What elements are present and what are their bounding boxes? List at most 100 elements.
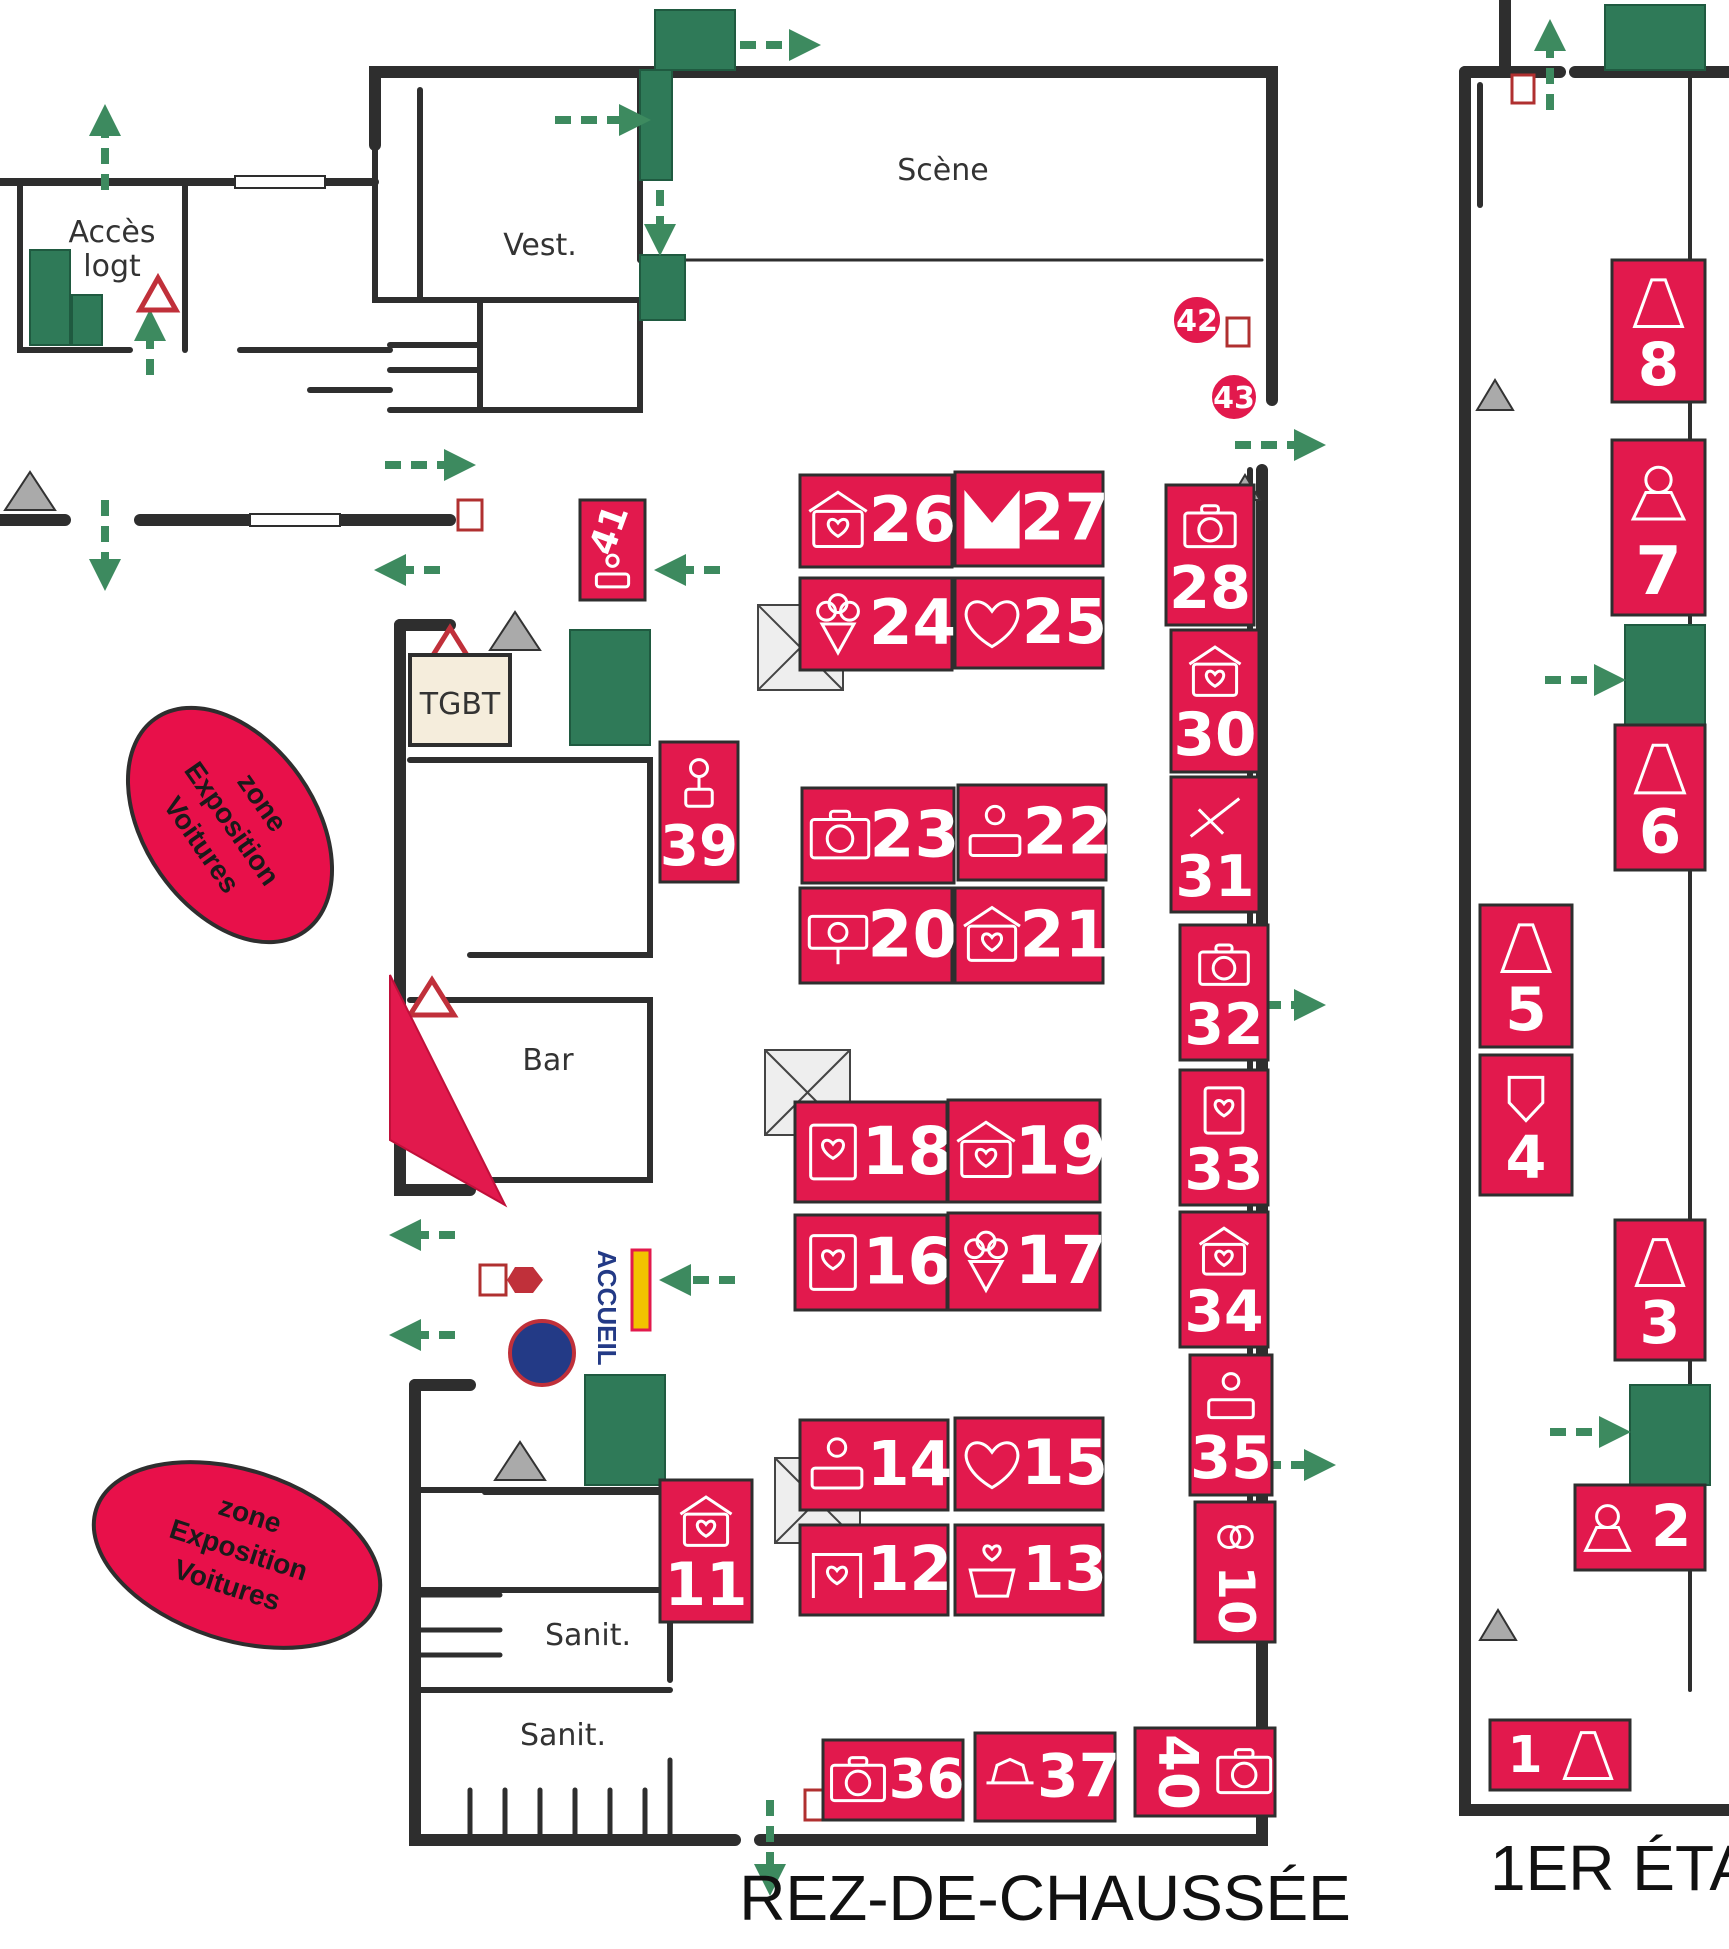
booth-box[interactable]: [1178, 923, 1270, 1062]
room-labels: Scène Vest. Accès logt TGBT Bar Sanit. S…: [68, 153, 988, 1753]
booth-number: 16: [863, 1224, 953, 1299]
booth-11[interactable]: 11: [658, 1478, 754, 1624]
booth-32[interactable]: 32: [1178, 923, 1270, 1062]
booth-25[interactable]: 25: [953, 576, 1107, 670]
venue-icon: [679, 1495, 733, 1547]
barber-icon: [1507, 1075, 1545, 1123]
booth-box[interactable]: [1610, 438, 1707, 617]
booth-15[interactable]: 15: [953, 1416, 1108, 1512]
booth-21[interactable]: 21: [953, 886, 1109, 985]
booth-number: 37: [1037, 1741, 1120, 1811]
booth-2[interactable]: 2: [1573, 1483, 1707, 1572]
booth-box[interactable]: [1613, 1218, 1707, 1362]
booth-30[interactable]: 30: [1169, 628, 1261, 774]
booth-box[interactable]: [1169, 628, 1261, 774]
booth-5[interactable]: 5: [1478, 903, 1574, 1049]
booth-number: 31: [1176, 844, 1255, 910]
booth-box[interactable]: [1133, 1726, 1277, 1818]
booth-box[interactable]: [1178, 1068, 1270, 1207]
booth-box[interactable]: [1178, 1210, 1270, 1349]
booth-number: 4: [1506, 1123, 1547, 1192]
booth-box[interactable]: [1164, 483, 1256, 627]
booth-31[interactable]: 31: [1169, 775, 1261, 914]
booth-box[interactable]: [578, 498, 647, 602]
booth-box[interactable]: [798, 473, 954, 569]
booth-17[interactable]: 17: [946, 1211, 1106, 1312]
booth-box[interactable]: [1169, 775, 1261, 914]
airplane-icon: [1189, 797, 1241, 838]
booth-8[interactable]: 8: [1610, 258, 1707, 404]
booth-23[interactable]: 23: [800, 786, 959, 885]
booth-box[interactable]: [793, 1100, 949, 1204]
booth-number: 8: [1638, 331, 1680, 400]
booth-number: 34: [1185, 1279, 1264, 1345]
booth-43[interactable]: 43: [1210, 373, 1258, 421]
stairs-logt-2: [71, 294, 103, 346]
booth-box[interactable]: [798, 1523, 950, 1617]
stairs-scene-lower: [639, 254, 686, 321]
booth-number: 18: [862, 1113, 954, 1190]
booth-40[interactable]: 40: [1133, 1726, 1277, 1818]
booth-14[interactable]: 14: [798, 1418, 952, 1512]
booth-box[interactable]: [798, 1418, 950, 1512]
booth-box[interactable]: [1478, 903, 1574, 1049]
booth-box[interactable]: [956, 783, 1108, 882]
booth-number: 43: [1213, 381, 1255, 416]
booth-42[interactable]: 42: [1172, 295, 1222, 345]
booth-13[interactable]: 13: [953, 1523, 1107, 1617]
booth-box[interactable]: [1188, 1353, 1274, 1497]
booth-box[interactable]: [973, 1731, 1117, 1823]
booth-6[interactable]: 6: [1613, 723, 1707, 872]
camera-icon: [830, 1756, 886, 1803]
room-bar-label: Bar: [522, 1043, 574, 1078]
dj-icon: [968, 804, 1022, 857]
booth-27[interactable]: 27: [953, 470, 1109, 568]
booth-box[interactable]: [1610, 258, 1707, 404]
booth-number: 26: [869, 483, 956, 556]
booth-39[interactable]: 39: [658, 740, 740, 884]
booth-box[interactable]: [946, 1098, 1102, 1204]
booth-box[interactable]: [793, 1213, 949, 1312]
booth-marker[interactable]: [1210, 373, 1258, 421]
booth-4[interactable]: 4: [1478, 1053, 1574, 1197]
room-logt-label: logt: [83, 249, 141, 284]
room-vest-label: Vest.: [503, 228, 577, 263]
booth-34[interactable]: 34: [1178, 1210, 1270, 1349]
booth-box[interactable]: [1193, 1500, 1277, 1644]
booth-18[interactable]: 18: [793, 1100, 954, 1204]
booth-33[interactable]: 33: [1178, 1068, 1270, 1207]
booth-37[interactable]: 37: [973, 1731, 1120, 1823]
booth-number: 6: [1639, 797, 1681, 868]
booth-22[interactable]: 22: [956, 783, 1112, 882]
booth-16[interactable]: 16: [793, 1213, 953, 1312]
booth-box[interactable]: [953, 1416, 1105, 1512]
booth-35[interactable]: 35: [1188, 1353, 1274, 1497]
booth-number: 5: [1505, 976, 1547, 1045]
room-acces-label: Accès: [68, 215, 155, 250]
booth-box[interactable]: [658, 1478, 754, 1624]
booth-36[interactable]: 36: [821, 1738, 965, 1822]
booth-19[interactable]: 19: [946, 1098, 1106, 1204]
booth-12[interactable]: 12: [798, 1523, 952, 1617]
wedding-dress-icon: [1632, 278, 1685, 328]
booth-box[interactable]: [798, 886, 954, 985]
booth-7[interactable]: 7: [1610, 438, 1707, 617]
booth-24[interactable]: 24: [798, 576, 956, 672]
booth-28[interactable]: 28: [1164, 483, 1256, 627]
booth-box[interactable]: [1613, 723, 1707, 872]
booth-26[interactable]: 26: [798, 473, 956, 569]
booth-1[interactable]: 1: [1488, 1718, 1632, 1792]
booth-3[interactable]: 3: [1613, 1218, 1707, 1362]
booth-number: 15: [1021, 1426, 1108, 1499]
booth-box[interactable]: [953, 576, 1105, 670]
booth-marker[interactable]: [1172, 295, 1222, 345]
booth-number: 32: [1185, 992, 1264, 1058]
booth-box[interactable]: [658, 740, 740, 884]
booth-20[interactable]: 20: [798, 886, 957, 985]
booth-number: 28: [1169, 553, 1251, 622]
venue-icon: [1188, 645, 1242, 697]
booth-number: 14: [867, 1429, 952, 1500]
booth-box[interactable]: [953, 886, 1105, 985]
booth-10[interactable]: 10: [1193, 1500, 1277, 1644]
booth-41[interactable]: 41: [578, 498, 647, 602]
